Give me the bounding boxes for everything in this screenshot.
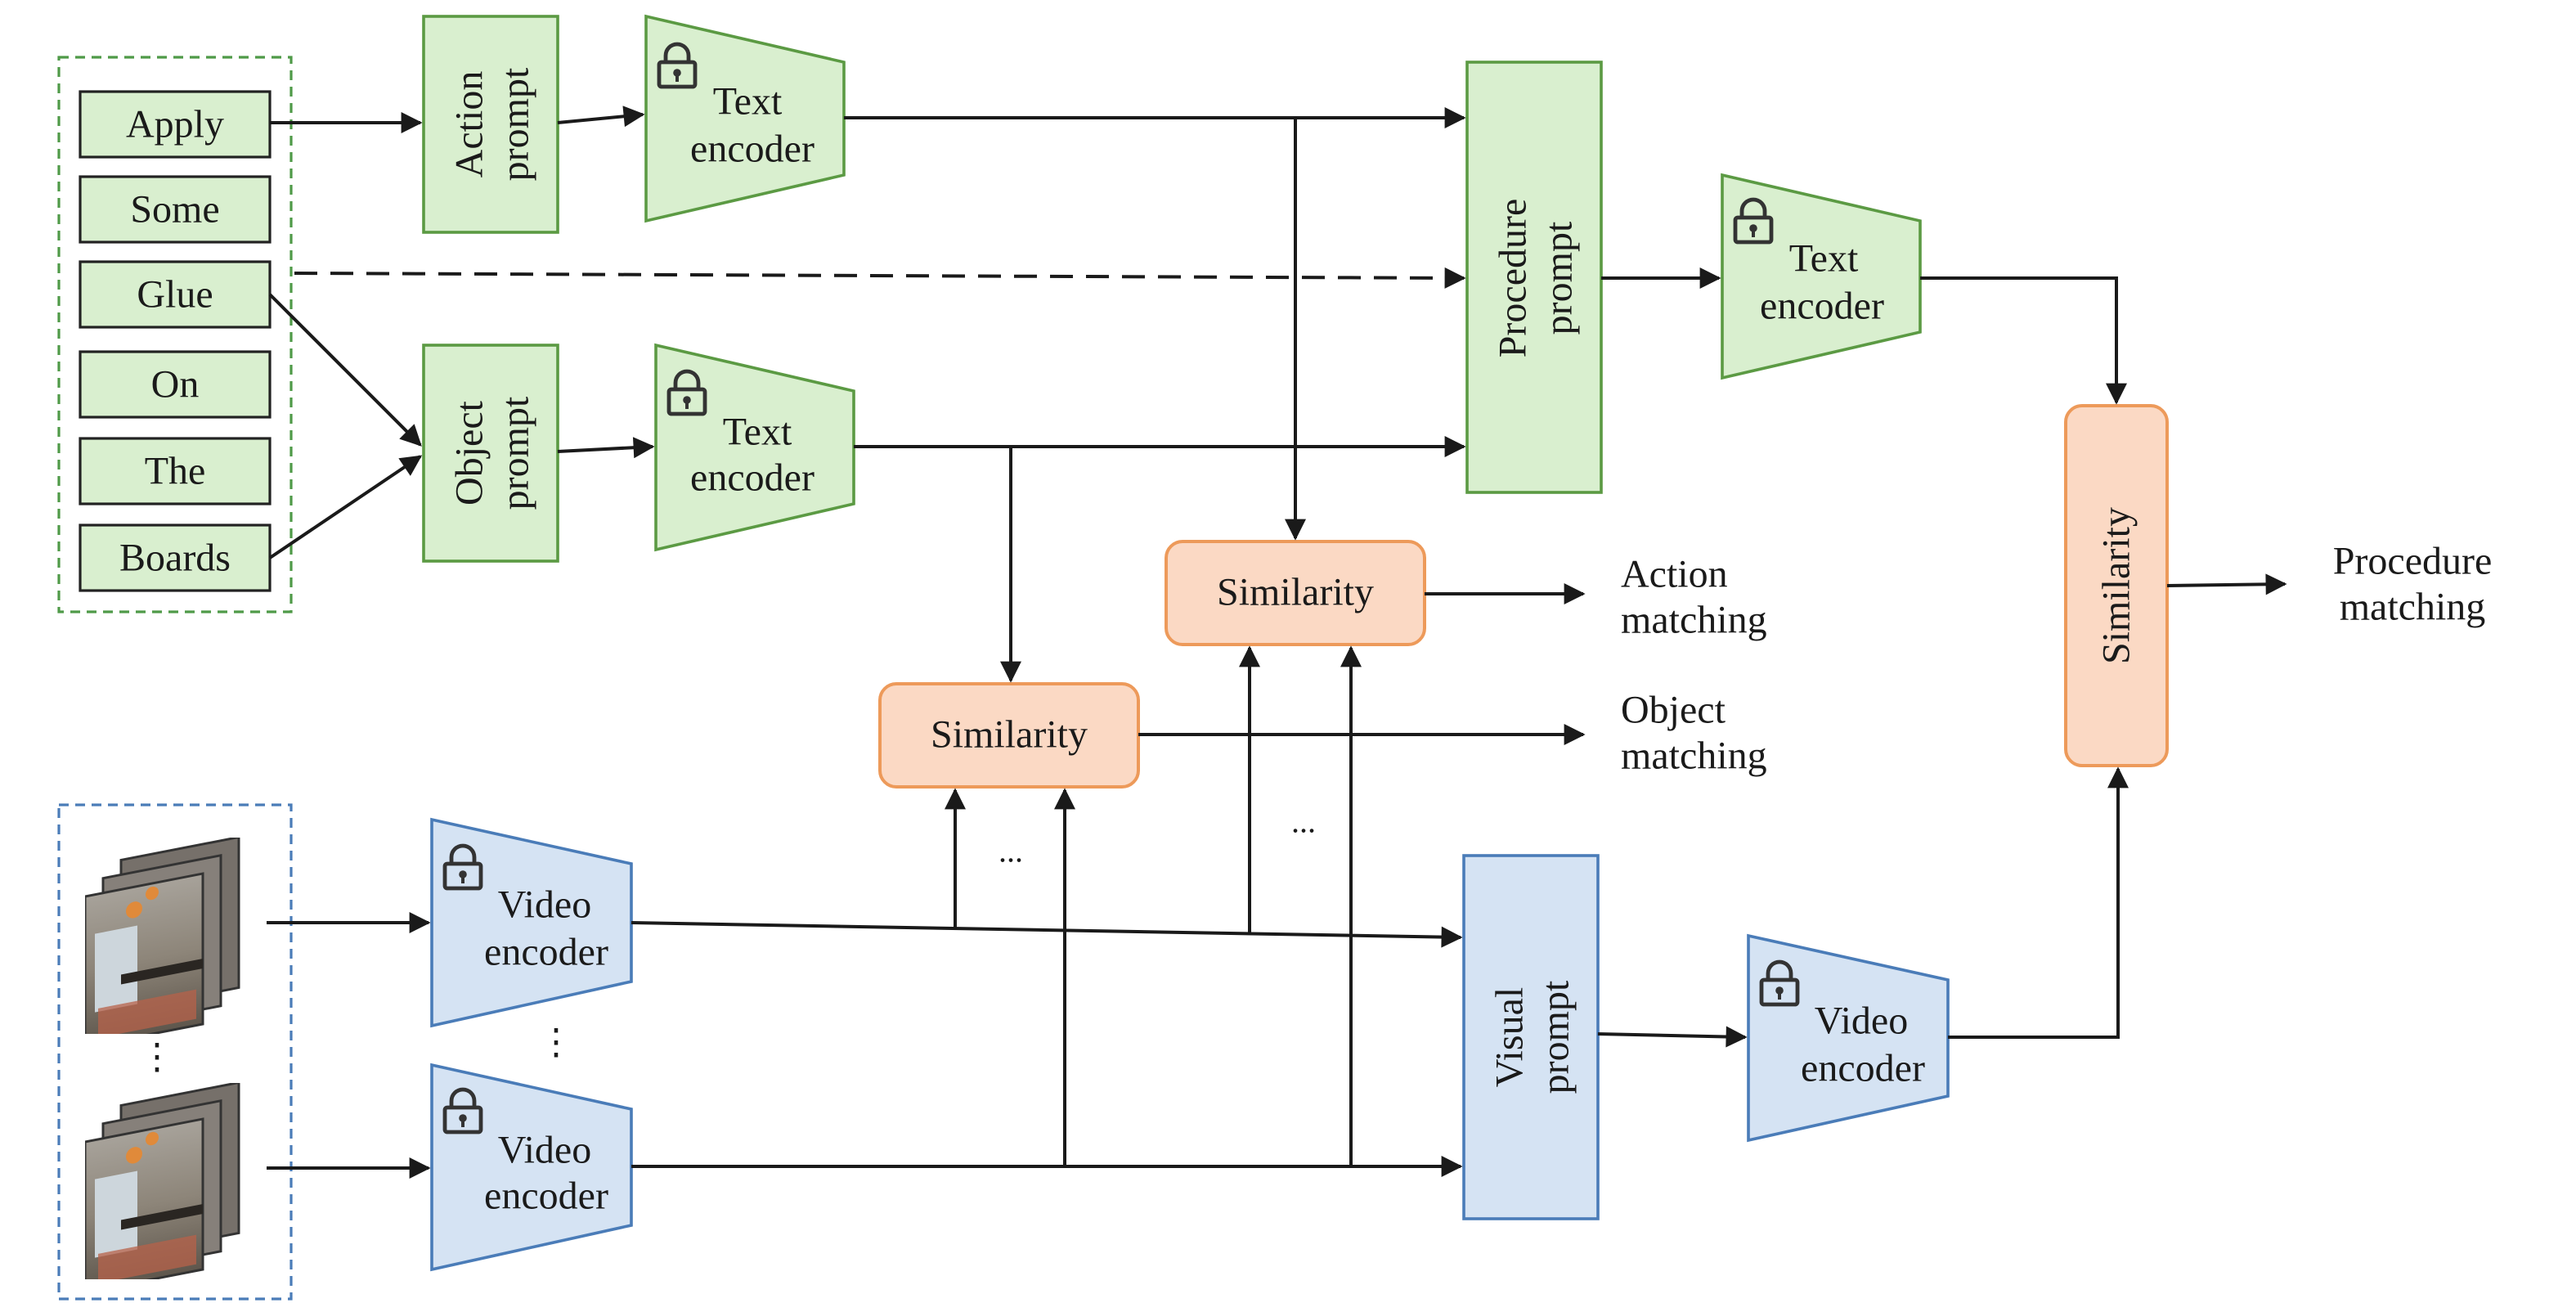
encoder-label-line2: encoder	[1760, 285, 1884, 328]
word-label: Boards	[119, 537, 231, 580]
action-similarity: Similarity	[1165, 540, 1426, 646]
arrow-video-top-to-visual	[631, 921, 1463, 948]
word-list: Apply Some Glue On The Boards	[79, 90, 272, 592]
word-box: Some	[79, 175, 272, 244]
encoder-label-line2: encoder	[484, 931, 608, 974]
video-frames-icon	[85, 838, 240, 1034]
action-prompt: Action prompt	[422, 15, 559, 234]
action-text-encoder: Text encoder	[644, 14, 846, 223]
object-similarity: Similarity	[878, 682, 1140, 789]
object-prompt-line1: Object	[448, 400, 491, 505]
word-box: The	[79, 437, 272, 505]
connectors	[267, 106, 2287, 1179]
object-text-encoder: Text encoder	[654, 343, 855, 552]
procedure-matching-label: Procedure matching	[2333, 540, 2493, 629]
procedure-similarity: Similarity	[2064, 404, 2169, 767]
output-line1: Procedure	[2333, 540, 2493, 583]
arrow-procedure-matching	[2166, 573, 2287, 595]
encoder-ellipsis: ⋮	[538, 1022, 574, 1063]
arrow-boards-to-object	[268, 455, 423, 559]
encoder-label-line2: encoder	[690, 128, 815, 171]
procedure-prompt-line1: Procedure	[1492, 199, 1535, 358]
word-input-group	[57, 56, 293, 613]
word-label: Glue	[137, 273, 213, 317]
video-encoder-bottom: Video encoder	[430, 1063, 633, 1272]
arrow-glue-to-object	[268, 293, 422, 447]
similarity-label: Similarity	[931, 713, 1088, 757]
video-frames-icon	[85, 1083, 240, 1279]
object-prompt-line2: prompt	[494, 396, 537, 510]
word-box: Apply	[79, 90, 272, 159]
word-label: On	[151, 363, 200, 407]
encoder-label-line1: Text	[723, 411, 792, 454]
object-matching-label: Object matching	[1621, 689, 1767, 778]
encoder-label-line1: Text	[713, 80, 783, 124]
encoder-label-line2: encoder	[690, 456, 815, 500]
visual-video-encoder: Video encoder	[1747, 933, 1950, 1143]
arrow-visual-encoder-to-similarity	[1948, 766, 2129, 1039]
arrow-object-prompt-to-encoder	[557, 437, 655, 459]
procedure-prompt: Procedure prompt	[1465, 61, 1603, 494]
action-prompt-line2: prompt	[494, 67, 537, 181]
visual-prompt: Visual prompt	[1462, 854, 1600, 1220]
arrow-action-prompt-to-encoder	[557, 106, 645, 128]
word-box: On	[79, 350, 272, 419]
encoder-label-line1: Video	[498, 883, 591, 927]
word-box: Boards	[79, 523, 272, 592]
dashed-arrow-to-procedure	[294, 267, 1466, 289]
encoder-label-line1: Video	[1815, 1000, 1908, 1043]
output-line2: matching	[1621, 735, 1767, 778]
video-encoder-top: Video encoder	[430, 817, 633, 1028]
output-line2: matching	[2340, 586, 2486, 629]
encoder-label-line1: Video	[498, 1129, 591, 1172]
object-tap-ellipsis: ...	[999, 833, 1023, 869]
encoder-label-line1: Text	[1789, 237, 1859, 281]
action-prompt-line1: Action	[448, 71, 491, 178]
output-line2: matching	[1621, 599, 1767, 642]
arrow-procedure-encoder-to-similarity	[1920, 276, 2127, 405]
video-ellipsis: ⋮	[139, 1037, 175, 1077]
object-prompt: Object prompt	[422, 344, 559, 563]
word-box: Glue	[79, 260, 272, 329]
visual-prompt-line1: Visual	[1488, 987, 1532, 1087]
action-tap-ellipsis: ...	[1291, 803, 1316, 840]
action-matching-label: Action matching	[1621, 553, 1767, 642]
encoder-label-line2: encoder	[484, 1175, 608, 1218]
output-line1: Action	[1621, 553, 1728, 596]
encoder-label-line2: encoder	[1801, 1047, 1925, 1090]
procedure-text-encoder: Text encoder	[1721, 173, 1922, 380]
word-label: Some	[130, 188, 219, 231]
visual-prompt-line2: prompt	[1534, 980, 1577, 1094]
output-line1: Object	[1621, 689, 1726, 732]
word-label: Apply	[126, 103, 224, 146]
word-label: The	[145, 450, 206, 493]
similarity-label: Similarity	[1217, 571, 1374, 614]
video-input-group	[57, 803, 293, 1301]
arrow-visual-to-encoder	[1597, 1026, 1748, 1048]
similarity-label: Similarity	[2095, 507, 2138, 664]
procedure-prompt-line2: prompt	[1537, 221, 1581, 335]
